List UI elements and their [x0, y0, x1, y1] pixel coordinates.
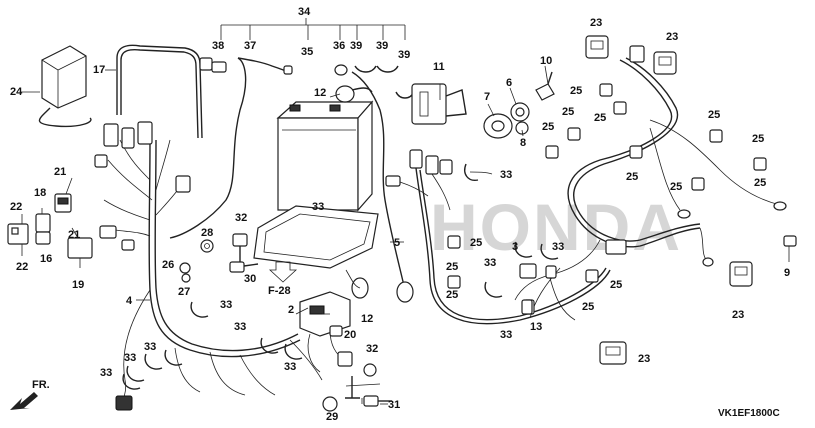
callout-12: 12: [314, 87, 326, 99]
callout-33: 33: [500, 329, 512, 341]
callout-23: 23: [666, 31, 678, 43]
callout-34: 34: [298, 6, 311, 18]
callout-33: 33: [100, 367, 112, 379]
callout-13: 13: [530, 321, 542, 333]
positive-cable-12: [335, 71, 414, 303]
callout-25: 25: [754, 177, 766, 189]
callout-10: 10: [540, 55, 552, 67]
callout-17: 17: [93, 64, 105, 76]
callout-21: 21: [68, 229, 80, 241]
bolt-group-left: [179, 233, 259, 283]
callout-4: 4: [126, 295, 133, 307]
sub-harness-connectors: [385, 149, 611, 325]
callout-25: 25: [752, 133, 764, 145]
callout-25: 25: [446, 261, 458, 273]
callout-25: 25: [708, 109, 720, 121]
callout-39: 39: [376, 40, 388, 52]
callout-20: 20: [344, 329, 356, 341]
callout-33: 33: [500, 169, 512, 181]
rod-part-17: [116, 44, 203, 139]
callout-12: 12: [361, 313, 373, 325]
callout-32: 32: [235, 212, 247, 224]
clips-25: [447, 83, 797, 289]
callout-ref: F-28: [268, 285, 291, 297]
callout-33: 33: [552, 241, 564, 253]
callout-25: 25: [582, 301, 594, 313]
callout-25: 25: [446, 289, 458, 301]
callout-24: 24: [10, 86, 23, 98]
front-direction-arrow: [10, 392, 38, 410]
callout-39: 39: [398, 49, 410, 61]
diagram-code: VK1EF1800C: [718, 408, 780, 419]
callout-5: 5: [394, 237, 400, 249]
callout-35: 35: [301, 46, 313, 58]
callout-37: 37: [244, 40, 256, 52]
callout-2: 2: [288, 304, 294, 316]
callout-29: 29: [326, 411, 338, 423]
callout-9: 9: [784, 267, 790, 279]
callout-23: 23: [638, 353, 650, 365]
misc-small-parts: [521, 299, 533, 315]
main-harness-right: [514, 45, 787, 321]
callout-28: 28: [201, 227, 213, 239]
reference-arrow: [268, 261, 298, 283]
callout-25: 25: [570, 85, 582, 97]
callout-25: 25: [470, 237, 482, 249]
clamps-33: [122, 163, 559, 390]
callout-36: 36: [333, 40, 345, 52]
callout-22: 22: [10, 201, 22, 213]
leader-lines: [21, 65, 790, 405]
callout-18: 18: [34, 187, 46, 199]
ignition-switch-parts: [411, 71, 555, 139]
connector-group-left: [7, 193, 93, 259]
callout-30: 30: [244, 273, 256, 285]
callout-33: 33: [312, 201, 324, 213]
callout-3: 3: [512, 241, 518, 253]
callout-11: 11: [433, 61, 445, 73]
callout-labels: 34 38 37 35 36 39 39 39 12 11 7 6 10 8 2…: [10, 6, 790, 423]
callout-33: 33: [144, 341, 156, 353]
callout-26: 26: [162, 259, 174, 271]
callout-25: 25: [594, 112, 606, 124]
rubber-boots-23: [585, 35, 753, 365]
group-bracket-34: [220, 18, 406, 40]
callout-39: 39: [350, 40, 362, 52]
callout-32: 32: [366, 343, 378, 355]
callout-25: 25: [626, 171, 638, 183]
callout-33: 33: [484, 257, 496, 269]
callout-22: 22: [16, 261, 28, 273]
callout-7: 7: [484, 91, 490, 103]
charger-box-part: [38, 45, 92, 128]
battery-tray-part: [253, 205, 379, 269]
callout-38: 38: [212, 40, 224, 52]
callout-16: 16: [40, 253, 52, 265]
front-label: FR.: [32, 379, 50, 391]
callout-33: 33: [284, 361, 296, 373]
callout-6: 6: [506, 77, 512, 89]
callout-8: 8: [520, 137, 526, 149]
callout-33: 33: [234, 321, 246, 333]
callout-25: 25: [610, 279, 622, 291]
terminal-clips-39: [211, 61, 415, 99]
battery-part: [276, 100, 374, 212]
callout-33: 33: [124, 352, 136, 364]
main-harness-left: [94, 121, 323, 411]
ground-cable-37: [169, 57, 293, 239]
callout-23: 23: [590, 17, 602, 29]
callout-19: 19: [72, 279, 84, 291]
callout-25: 25: [542, 121, 554, 133]
callout-33: 33: [220, 299, 232, 311]
callout-21: 21: [54, 166, 66, 178]
callout-23: 23: [732, 309, 744, 321]
callout-31: 31: [388, 399, 400, 411]
callout-25: 25: [562, 106, 574, 118]
brand-watermark: HONDA: [430, 190, 682, 264]
callout-27: 27: [178, 286, 190, 298]
callout-25: 25: [670, 181, 682, 193]
